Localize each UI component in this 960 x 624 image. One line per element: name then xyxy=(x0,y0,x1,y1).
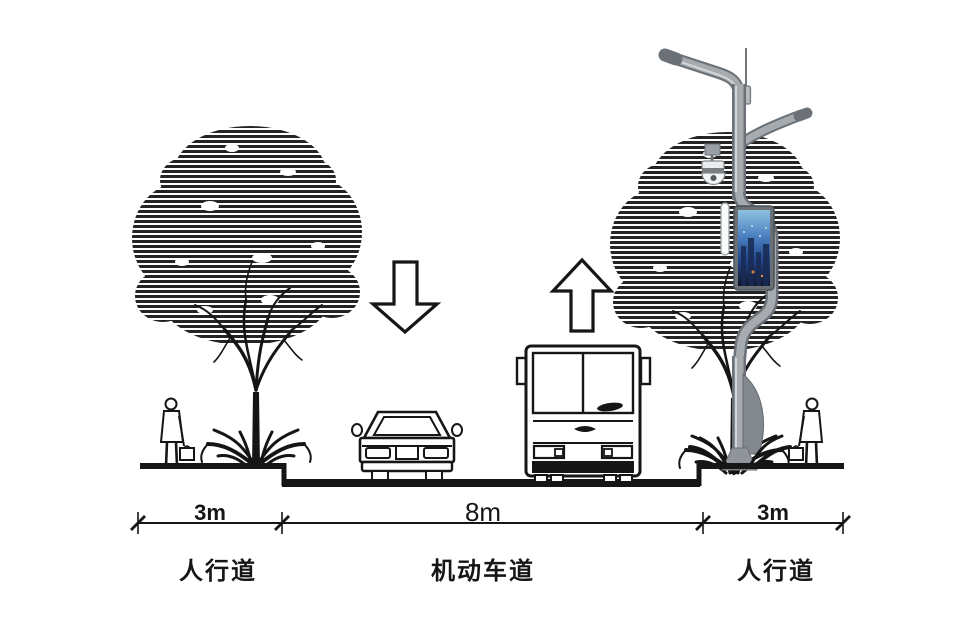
down-arrow-icon xyxy=(368,260,442,335)
pedestrian-icon xyxy=(159,397,195,468)
lane-label-roadway: 机动车道 xyxy=(431,557,535,585)
bus-icon xyxy=(515,344,652,483)
light-tube-icon xyxy=(720,202,730,256)
street-tree-icon xyxy=(132,126,362,469)
ptz-camera-icon xyxy=(701,143,726,186)
smart-lamp-post xyxy=(658,48,813,471)
lane-label-left-sidewalk: 人行道 xyxy=(179,557,257,585)
dimension-tick xyxy=(130,512,146,534)
side-arm-icon xyxy=(737,107,813,148)
dim-label-left: 3m xyxy=(194,500,226,525)
dim-label-right: 3m xyxy=(757,500,789,525)
tree-trunk xyxy=(252,392,260,468)
screen-cityscape xyxy=(741,225,769,286)
tree-canopy xyxy=(132,126,362,345)
up-arrow-icon xyxy=(549,257,615,333)
ground-profile xyxy=(140,463,844,487)
dim-label-center: 8m xyxy=(465,497,501,527)
dimension-line xyxy=(130,510,852,536)
pedestrian-right-icon xyxy=(787,397,824,469)
pole-fin xyxy=(742,372,764,455)
tree-branches xyxy=(194,261,323,392)
lane-label-right-sidewalk: 人行道 xyxy=(737,557,815,585)
digital-display-screen xyxy=(733,205,775,291)
pole-base-shrub xyxy=(688,434,792,468)
street-light-arm-icon xyxy=(658,48,745,102)
car-icon xyxy=(351,410,463,481)
